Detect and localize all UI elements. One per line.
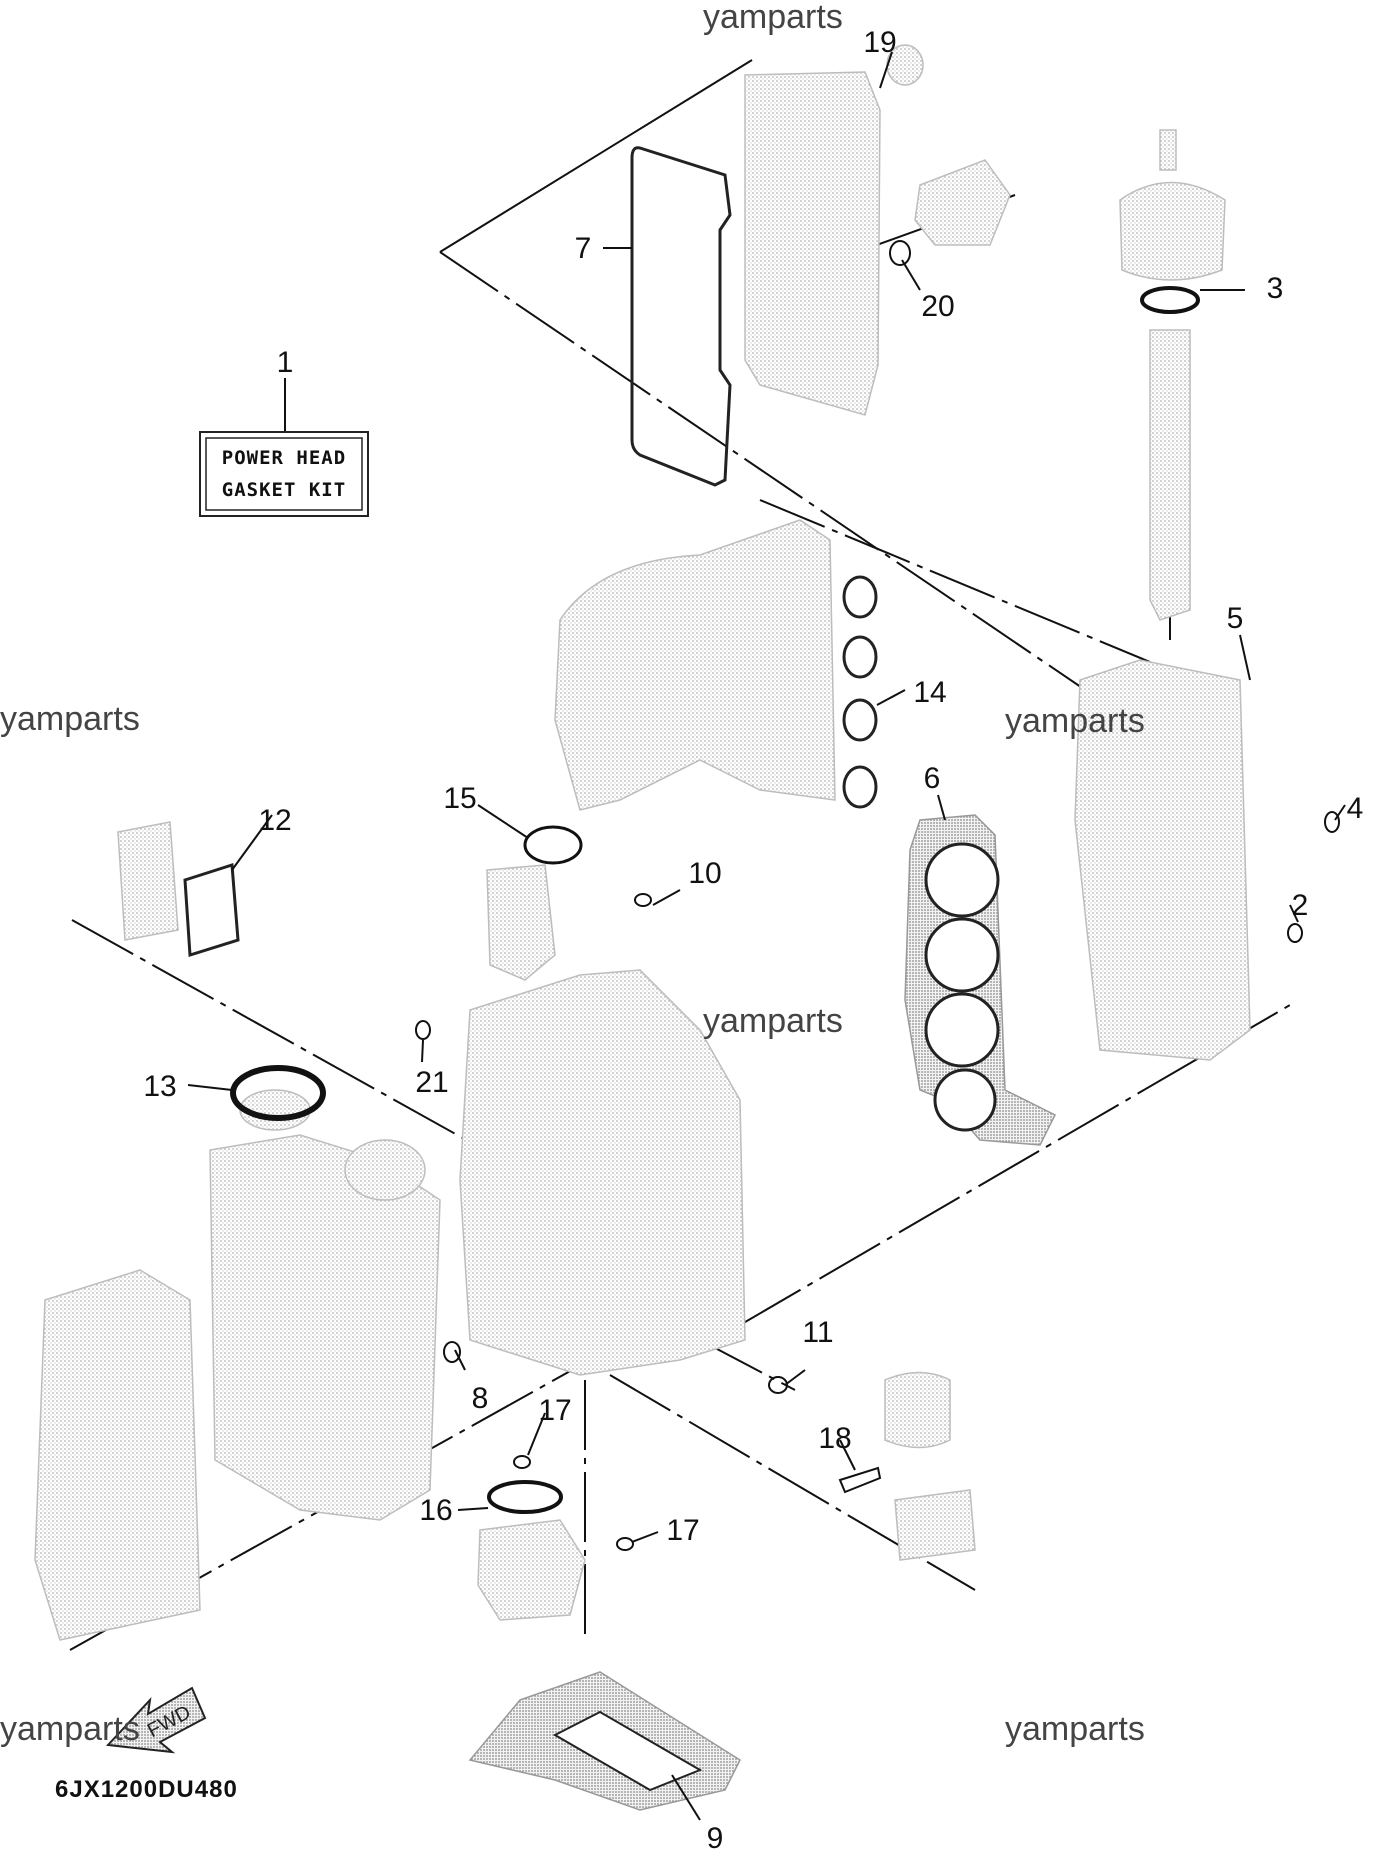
oil-seal-13 — [230, 1065, 326, 1121]
callout-16: 16 — [419, 1494, 452, 1527]
cover-gasket — [630, 146, 732, 487]
callout-7: 7 — [575, 232, 592, 265]
callout-5: 5 — [1227, 602, 1244, 635]
callout-11: 11 — [802, 1316, 833, 1349]
kit-label-line2: GASKET KIT — [222, 479, 346, 501]
diagram-code: 6JX1200DU480 — [55, 1776, 238, 1803]
intake-gaskets — [842, 575, 878, 809]
oil-separator — [914, 159, 1011, 246]
kit-label-line1: POWER HEAD — [222, 447, 346, 469]
callout-6: 6 — [924, 762, 941, 795]
callout-20: 20 — [921, 290, 954, 323]
oil-pan — [34, 1269, 201, 1641]
throttle-body — [486, 864, 556, 981]
watermark: yamparts — [0, 1710, 140, 1748]
watermark: yamparts — [703, 0, 843, 36]
head-gasket — [904, 814, 1057, 1146]
cylinder-head — [1074, 659, 1251, 1061]
oring-15 — [523, 825, 583, 865]
oil-filter — [884, 1371, 976, 1561]
callout-10: 10 — [688, 857, 721, 890]
oring-16 — [487, 1480, 563, 1514]
assembly-guide-lines — [69, 59, 1291, 1651]
kit-label-box: POWER HEAD GASKET KIT — [199, 431, 369, 517]
oring-3 — [1140, 286, 1200, 314]
watermarks: yamparts yamparts yamparts yamparts yamp… — [0, 0, 1145, 1748]
callout-4: 4 — [1347, 792, 1364, 825]
intake-manifold — [554, 519, 836, 811]
callout-numbers: 1 2 3 4 5 6 7 8 9 10 11 12 13 14 15 16 1… — [143, 26, 1363, 1855]
callout-19: 19 — [863, 26, 896, 59]
oil-pan-gasket — [468, 1671, 741, 1811]
cover-plate-gasket — [183, 862, 240, 957]
callout-18: 18 — [818, 1422, 851, 1455]
oil-pump — [477, 1519, 586, 1621]
watermark: yamparts — [0, 700, 140, 738]
callout-15: 15 — [443, 782, 476, 815]
callout-2: 2 — [1292, 889, 1309, 922]
callout-21: 21 — [415, 1066, 448, 1099]
crankshaft — [209, 1089, 441, 1521]
camshaft — [1149, 329, 1191, 621]
crankcase-block — [459, 969, 746, 1376]
callout-14: 14 — [913, 676, 946, 709]
callout-8: 8 — [472, 1382, 489, 1415]
cylinder-head-cover — [744, 71, 881, 416]
callout-17b: 17 — [666, 1514, 699, 1547]
camshaft-pulley — [1119, 129, 1226, 281]
callout-12: 12 — [258, 804, 291, 837]
callout-13: 13 — [143, 1070, 176, 1103]
callout-9: 9 — [707, 1822, 724, 1855]
callout-1: 1 — [277, 346, 294, 379]
small-seals — [415, 240, 1340, 1551]
watermark: yamparts — [1005, 702, 1145, 740]
vapor-separator — [117, 821, 179, 941]
callout-17a: 17 — [538, 1394, 571, 1427]
watermark: yamparts — [703, 1002, 843, 1040]
watermark: yamparts — [1005, 1710, 1145, 1748]
leader-lines — [187, 51, 1346, 1821]
callout-3: 3 — [1267, 272, 1284, 305]
